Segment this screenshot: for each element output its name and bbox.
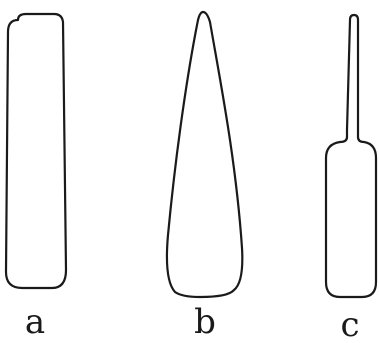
label-b: b [194, 302, 216, 342]
label-c: c [340, 305, 359, 343]
shape-c-outline [324, 13, 378, 299]
figure-a: a [4, 12, 68, 342]
label-a: a [25, 302, 45, 342]
figure-c: c [324, 13, 378, 343]
figure-b: b [165, 10, 244, 342]
shape-b-outline [165, 10, 244, 299]
shape-a-outline [4, 12, 68, 290]
